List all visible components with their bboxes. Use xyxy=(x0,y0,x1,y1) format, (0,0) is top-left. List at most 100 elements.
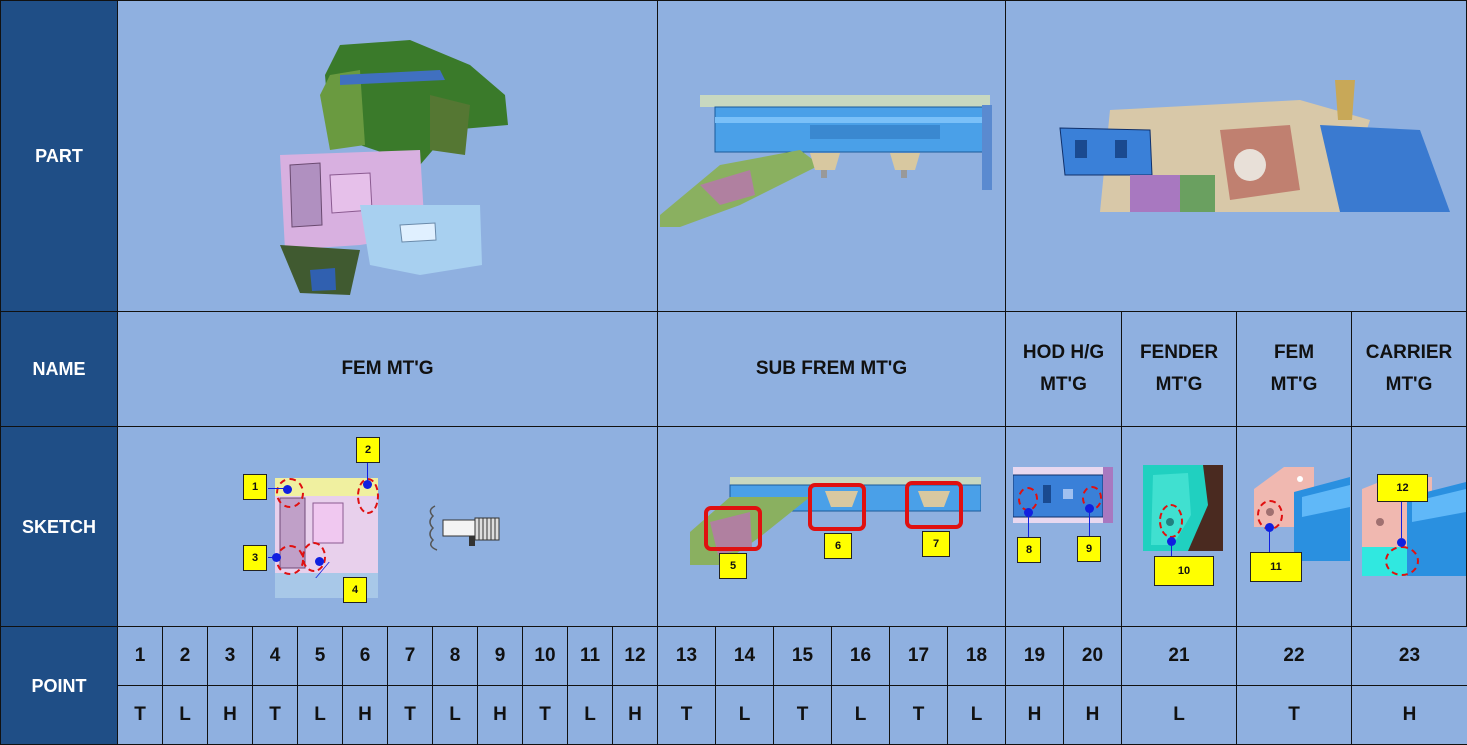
point-number-cell: 7 xyxy=(387,626,433,686)
point-direction-cell: H xyxy=(207,685,253,745)
point-direction-cell: T xyxy=(773,685,832,745)
marker-dot-8 xyxy=(1024,508,1033,517)
point-number-cell: 8 xyxy=(432,626,478,686)
name-cell-fem2: FEM MT'G xyxy=(1236,311,1352,427)
point-number-cell: 5 xyxy=(297,626,343,686)
point-direction-cell: L xyxy=(567,685,613,745)
leader-line-3 xyxy=(268,557,273,558)
point-number-cell: 15 xyxy=(773,626,832,686)
subframe-part-image xyxy=(660,95,992,227)
marker-circle-12 xyxy=(1385,546,1419,576)
point-direction-cell: L xyxy=(715,685,774,745)
leader-line-12 xyxy=(1401,500,1402,538)
row-header-name-label: NAME xyxy=(32,359,86,379)
leader-line-2 xyxy=(367,463,368,481)
point-number-cell: 10 xyxy=(522,626,568,686)
fem2-sketch-image xyxy=(1254,467,1350,561)
point-direction-cell: H xyxy=(342,685,388,745)
point-number-cell: 4 xyxy=(252,626,298,686)
clip-tool-icon xyxy=(429,505,500,551)
point-number-cell: 6 xyxy=(342,626,388,686)
subframe-name: SUB FREM MT'G xyxy=(755,358,908,379)
sketch-tag-6: 6 xyxy=(824,533,852,559)
point-direction-cell: H xyxy=(612,685,658,745)
marker-dot-10 xyxy=(1167,537,1176,546)
point-number-cell: 20 xyxy=(1063,626,1122,686)
sketch-tag-7: 7 xyxy=(922,531,950,557)
point-direction-cell: T xyxy=(117,685,163,745)
sketch-tag-10: 10 xyxy=(1154,556,1214,586)
sketch-tag-1: 1 xyxy=(243,474,267,500)
marker-dot-4 xyxy=(315,557,324,566)
point-number-cell: 16 xyxy=(831,626,890,686)
point-number-cell: 18 xyxy=(947,626,1006,686)
carrier-name-line1: CARRIER xyxy=(1365,342,1453,363)
point-direction-cell: L xyxy=(947,685,1006,745)
point-number-cell: 19 xyxy=(1005,626,1064,686)
fender-name-line2: MT'G xyxy=(1155,374,1203,395)
leader-line-1 xyxy=(268,488,284,489)
marker-dot-2 xyxy=(363,480,372,489)
point-direction-cell: T xyxy=(1236,685,1352,745)
sketch-tag-8: 8 xyxy=(1017,537,1041,563)
sketch-tag-12: 12 xyxy=(1377,474,1428,502)
point-number-cell: 23 xyxy=(1351,626,1467,686)
point-direction-cell: H xyxy=(477,685,523,745)
marker-box-6 xyxy=(808,483,866,531)
point-direction-cell: T xyxy=(252,685,298,745)
marker-dot-3 xyxy=(272,553,281,562)
row-header-name: NAME xyxy=(0,311,118,427)
point-direction-cell: L xyxy=(162,685,208,745)
row-header-part-label: PART xyxy=(35,146,83,166)
sketch-tag-3: 3 xyxy=(243,545,267,571)
marker-dot-11 xyxy=(1265,523,1274,532)
name-cell-subframe: SUB FREM MT'G xyxy=(657,311,1006,427)
row-header-point: POINT xyxy=(0,626,118,745)
fender-sketch-image xyxy=(1143,465,1223,551)
leader-line-9 xyxy=(1089,512,1090,537)
point-number-cell: 1 xyxy=(117,626,163,686)
marker-dot-1 xyxy=(283,485,292,494)
point-number-cell: 12 xyxy=(612,626,658,686)
point-number-cell: 22 xyxy=(1236,626,1352,686)
point-direction-cell: H xyxy=(1063,685,1122,745)
row-header-sketch: SKETCH xyxy=(0,426,118,627)
fem-name: FEM MT'G xyxy=(341,358,434,379)
point-direction-cell: T xyxy=(657,685,716,745)
point-direction-cell: H xyxy=(1005,685,1064,745)
hod-name-line1: HOD H/G xyxy=(1022,342,1105,363)
name-cell-fem: FEM MT'G xyxy=(117,311,658,427)
point-number-cell: 13 xyxy=(657,626,716,686)
point-number-cell: 17 xyxy=(889,626,948,686)
point-direction-cell: T xyxy=(889,685,948,745)
point-number-cell: 2 xyxy=(162,626,208,686)
carrier-name-line2: MT'G xyxy=(1385,374,1433,395)
marker-circle-2 xyxy=(357,478,379,514)
sketch-cell-fem xyxy=(117,426,658,627)
sketch-cell-hod xyxy=(1005,426,1122,627)
row-header-part: PART xyxy=(0,0,118,312)
leader-line-11 xyxy=(1269,531,1270,554)
point-number-cell: 21 xyxy=(1121,626,1237,686)
point-direction-cell: H xyxy=(1351,685,1467,745)
point-direction-cell: L xyxy=(1121,685,1237,745)
sketch-tag-11: 11 xyxy=(1250,552,1302,582)
fem2-name-line1: FEM xyxy=(1273,342,1315,363)
marker-dot-12 xyxy=(1397,538,1406,547)
marker-dot-9 xyxy=(1085,504,1094,513)
marker-circle-1 xyxy=(276,478,304,508)
fem2-name-line2: MT'G xyxy=(1270,374,1318,395)
fem-part-image xyxy=(280,40,508,295)
point-direction-cell: T xyxy=(522,685,568,745)
point-direction-cell: L xyxy=(297,685,343,745)
row-header-sketch-label: SKETCH xyxy=(21,516,96,537)
sketch-tag-9: 9 xyxy=(1077,536,1101,562)
front-end-part-image xyxy=(1059,80,1450,212)
marker-circle-10 xyxy=(1159,504,1183,538)
point-direction-cell: L xyxy=(831,685,890,745)
sketch-tag-5: 5 xyxy=(719,553,747,579)
sketch-tag-4: 4 xyxy=(343,577,367,603)
